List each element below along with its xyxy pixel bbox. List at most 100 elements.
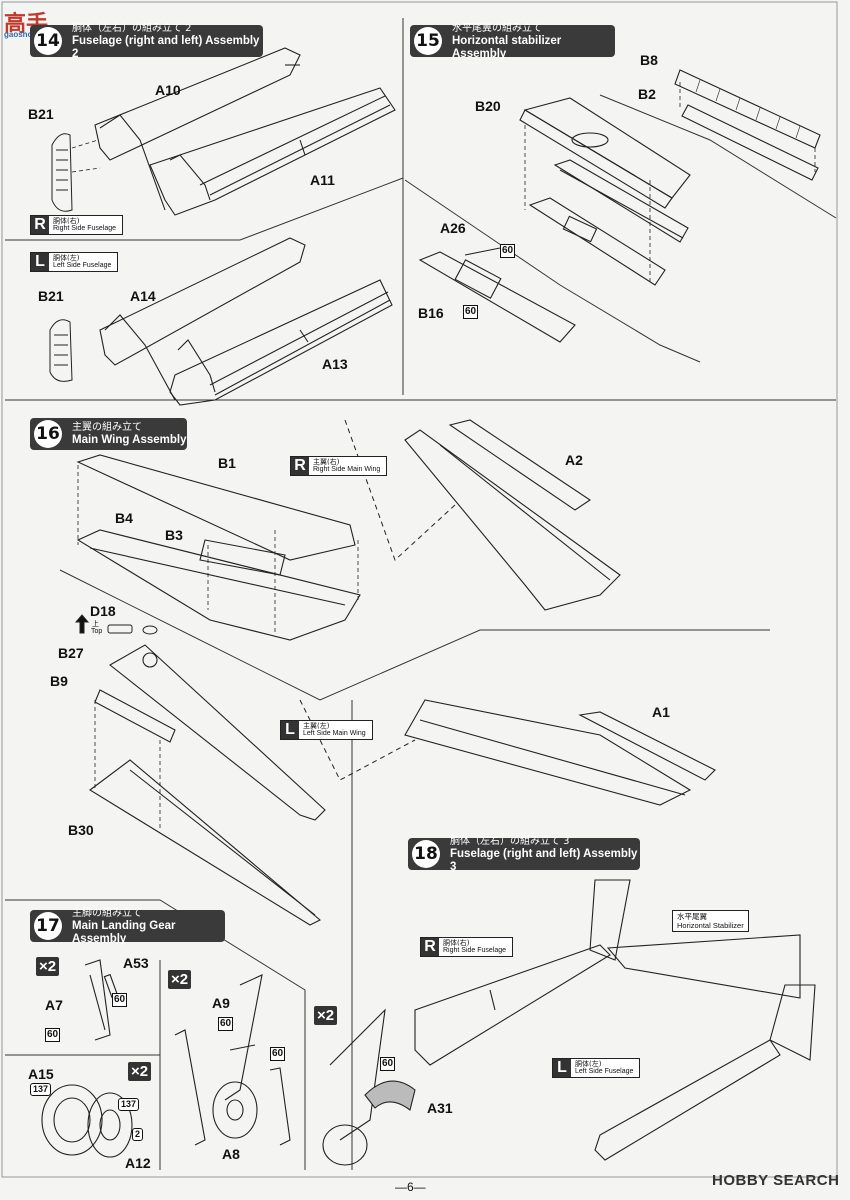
side-en: Right Side Fuselage — [443, 947, 507, 954]
top-jp: 上 — [92, 621, 99, 628]
quantity-badge: ×2 — [168, 970, 192, 989]
fuselage-halves-step18 — [415, 880, 815, 1160]
part-label-b21: B21 — [28, 106, 54, 122]
paint-code-60: 60 — [45, 1028, 61, 1042]
hstab-en: Horizontal Stabilizer — [677, 921, 744, 930]
top-en: Top — [91, 628, 103, 635]
side-letter: R — [291, 457, 309, 475]
hstab-jp: 水平尾翼 — [677, 912, 707, 921]
part-label-b27: B27 — [58, 645, 84, 661]
paint-code-2: 2 — [132, 1128, 144, 1141]
side-en: Right Side Main Wing — [313, 466, 381, 473]
side-letter: L — [553, 1059, 571, 1077]
step-number: 18 — [412, 840, 440, 868]
side-tag-right-wing: R 主翼(右)Right Side Main Wing — [290, 456, 388, 476]
part-label-b3: B3 — [165, 527, 183, 543]
part-label-a7: A7 — [45, 997, 63, 1013]
side-en: Left Side Fuselage — [53, 262, 112, 269]
quantity-badge: ×2 — [314, 1006, 338, 1025]
side-jp: 主翼(左) — [303, 722, 330, 730]
step-title-jp: 胴体（左右）の組み立て 2 — [72, 22, 192, 34]
paint-code-60: 60 — [380, 1057, 396, 1071]
part-label-b4: B4 — [115, 510, 133, 526]
b21-rudder-left — [50, 320, 72, 382]
landing-gear-parts — [42, 960, 415, 1165]
step-title-jp: 胴体（左右）の組み立て 3 — [450, 835, 570, 847]
side-letter: L — [31, 253, 49, 271]
side-en: Left Side Main Wing — [303, 730, 366, 737]
side-tag-left-wing: L 主翼(左)Left Side Main Wing — [280, 720, 373, 740]
stabilizer-parts — [420, 70, 820, 342]
paint-code-137: 137 — [30, 1083, 52, 1096]
side-jp: 胴体(左) — [53, 254, 80, 262]
stabilizer-ribs — [696, 80, 800, 138]
part-label-b20: B20 — [475, 98, 501, 114]
side-jp: 胴体(右) — [443, 939, 470, 947]
paint-code-60: 60 — [270, 1047, 286, 1061]
side-jp: 胴体(右) — [53, 217, 80, 225]
top-arrow-icon — [76, 615, 157, 634]
side-tag-right-fuselage-18: R 胴体(右)Right Side Fuselage — [420, 937, 514, 957]
part-label-a53: A53 — [123, 955, 149, 971]
step-number: 14 — [34, 27, 62, 55]
part-label-a9: A9 — [212, 995, 230, 1011]
paint-code-60: 60 — [112, 993, 128, 1007]
part-label-b16: B16 — [418, 305, 444, 321]
step-number: 15 — [414, 27, 442, 55]
side-en: Left Side Fuselage — [575, 1068, 634, 1075]
step-title-en: Fuselage (right and left) Assembly 3 — [450, 847, 638, 873]
part-label-b21-left: B21 — [38, 288, 64, 304]
step-title-jp: 水平尾翼の組み立て — [452, 22, 542, 34]
fuselage-right-part — [95, 48, 395, 215]
part-label-a31: A31 — [427, 1100, 453, 1116]
side-tag-left-fuselage-18: L 胴体(左)Left Side Fuselage — [552, 1058, 641, 1078]
paint-code-60: 60 — [218, 1017, 234, 1031]
part-label-d18: D18 — [90, 603, 116, 619]
part-label-b30: B30 — [68, 822, 94, 838]
step-title-jp: 主翼の組み立て — [72, 422, 142, 433]
step-title-jp: 主脚の組み立て — [72, 907, 142, 919]
step-title-en: Main Wing Assembly — [72, 434, 187, 446]
part-label-b9: B9 — [50, 673, 68, 689]
part-label-a13: A13 — [322, 356, 348, 372]
side-letter: R — [421, 938, 439, 956]
part-label-a1: A1 — [652, 704, 670, 720]
quantity-badge: ×2 — [128, 1062, 152, 1081]
paint-code-137: 137 — [118, 1098, 140, 1111]
fuselage-left-part — [100, 238, 392, 405]
side-letter: L — [281, 721, 299, 739]
side-letter: R — [31, 216, 49, 234]
part-label-a12: A12 — [125, 1155, 151, 1171]
left-wing-assembly — [90, 645, 715, 925]
side-tag-left-fuselage: L 胴体(左)Left Side Fuselage — [30, 252, 119, 272]
quantity-badge: ×2 — [36, 957, 60, 976]
part-label-a2: A2 — [565, 452, 583, 468]
step-title-en: Main Landing Gear Assembly — [72, 919, 176, 945]
part-label-b1: B1 — [218, 455, 236, 471]
side-jp: 主翼(右) — [313, 458, 340, 466]
right-wing-assembly — [78, 420, 620, 640]
side-en: Right Side Fuselage — [53, 225, 117, 232]
side-jp: 胴体(左) — [575, 1060, 602, 1068]
side-tag-right-fuselage: R 胴体(右)Right Side Fuselage — [30, 215, 124, 235]
part-label-a11: A11 — [310, 172, 335, 188]
step-number: 16 — [34, 420, 62, 448]
part-label-a8: A8 — [222, 1146, 240, 1162]
step-number: 17 — [34, 912, 62, 940]
step-title-en: Horizontal stabilizer Assembly — [452, 34, 562, 60]
part-label-a10: A10 — [155, 82, 181, 98]
b21-rudder-right — [52, 134, 72, 212]
part-label-a26: A26 — [440, 220, 466, 236]
paint-code-60: 60 — [500, 244, 516, 258]
page-number: —6— — [395, 1180, 426, 1194]
source-watermark: HOBBY SEARCH — [712, 1172, 840, 1189]
part-label-b8: B8 — [640, 52, 658, 68]
part-label-a14: A14 — [130, 288, 156, 304]
